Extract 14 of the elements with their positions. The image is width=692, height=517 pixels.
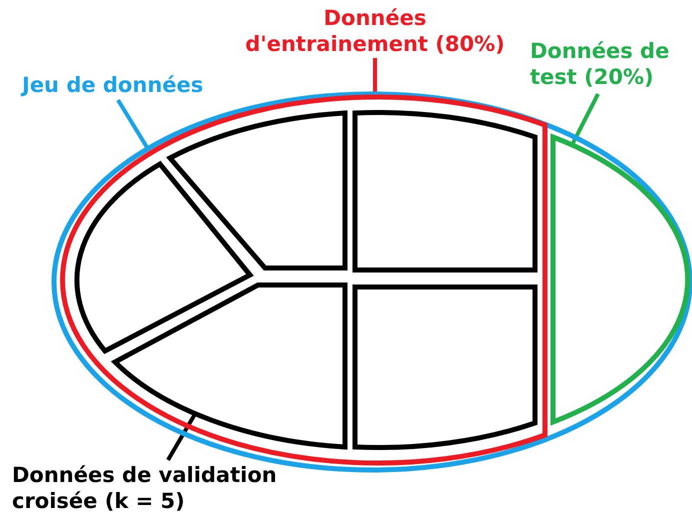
- leader-line: [116, 98, 150, 150]
- fold-region: [352, 110, 538, 272]
- fold-region: [112, 282, 348, 450]
- training-data-label: Données d'entrainement (80%): [235, 5, 515, 57]
- training-data-region: [60, 94, 548, 466]
- test-data-label: Données de test (20%): [530, 38, 690, 90]
- fold-region: [74, 162, 252, 354]
- fold-region: [352, 284, 538, 450]
- test-data-region: [550, 134, 690, 424]
- leader-line: [166, 412, 197, 462]
- fold-region: [168, 110, 348, 270]
- cross-validation-label: Données de validation croisée (k = 5): [12, 462, 312, 514]
- leader-line: [570, 93, 600, 146]
- dataset-label: Jeu de données: [22, 72, 252, 98]
